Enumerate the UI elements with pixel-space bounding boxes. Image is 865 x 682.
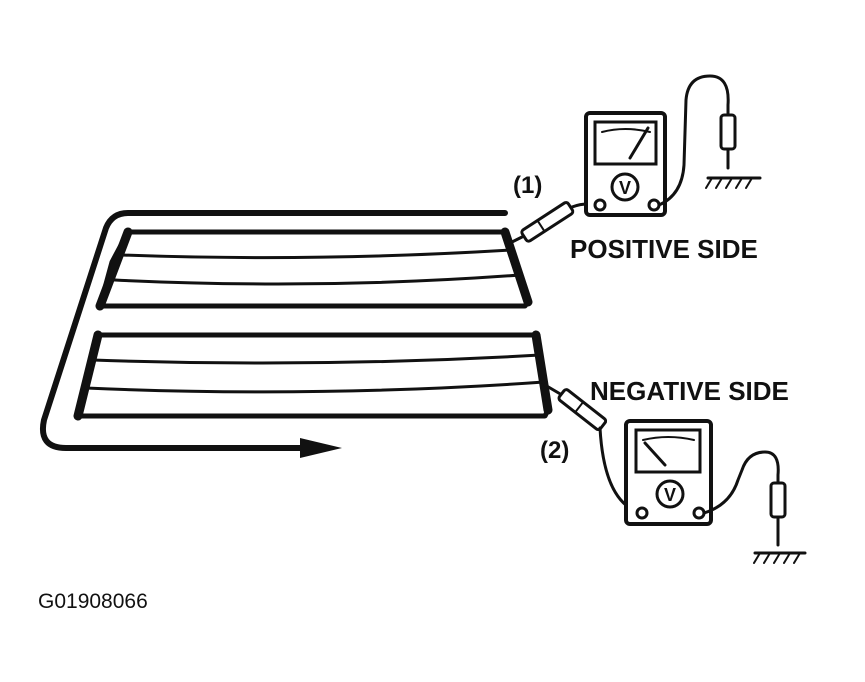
meter-symbol: V <box>619 178 631 198</box>
ground-symbol-icon <box>705 176 762 189</box>
negative-side-label: NEGATIVE SIDE <box>590 376 789 406</box>
positive-side-probe <box>510 201 602 244</box>
probe-2-label: (2) <box>540 437 569 464</box>
test-probe-icon <box>520 201 575 243</box>
meter-symbol: V <box>664 485 676 505</box>
voltmeter-icon <box>610 172 640 202</box>
voltmeter-icon <box>655 479 685 509</box>
rear-window-glass <box>73 227 553 421</box>
figure-code: G01908066 <box>38 590 148 613</box>
positive-side-label: POSITIVE SIDE <box>570 234 758 264</box>
heater-grid-lines <box>84 248 546 394</box>
positive-voltmeter: V <box>584 74 762 217</box>
ground-symbol-icon <box>753 551 807 564</box>
probe-1-label: (1) <box>513 172 542 199</box>
current-direction-arrow <box>40 210 508 458</box>
negative-voltmeter: V <box>624 419 807 564</box>
test-probe-icon <box>557 388 608 432</box>
negative-side-probe <box>543 383 640 514</box>
arrow-icon <box>300 438 342 458</box>
